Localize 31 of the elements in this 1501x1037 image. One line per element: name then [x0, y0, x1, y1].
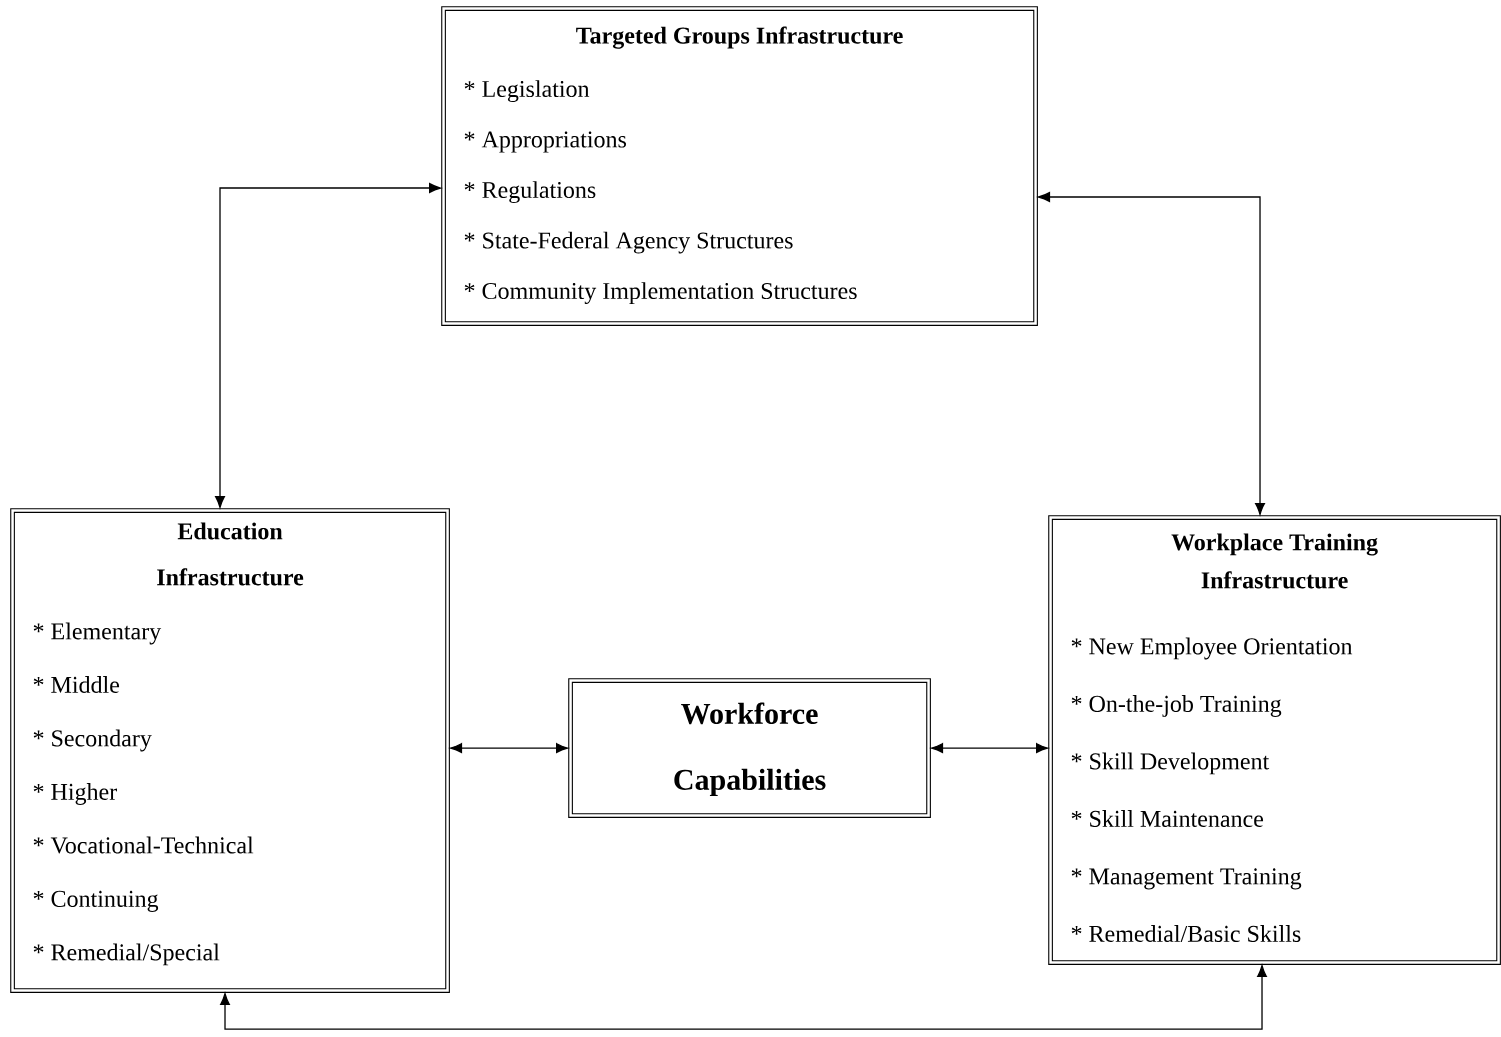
list-item: * Community Implementation Structures	[464, 282, 857, 305]
arrow	[1038, 192, 1265, 516]
arrow	[215, 183, 442, 509]
list-item: * Management Training	[1071, 868, 1302, 890]
heading: Workplace Training Infrastructure	[1171, 533, 1378, 589]
list-item: * Continuing	[33, 890, 159, 912]
list-item: * State-Federal Agency Structures	[464, 231, 793, 254]
list-item: * Skill Maintenance	[1071, 810, 1264, 827]
heading: Workforce Capabilities	[674, 702, 826, 797]
infrastructure-box	[1048, 515, 1501, 965]
workforce-box	[568, 678, 931, 818]
arrow	[931, 743, 1049, 754]
heading: Targeted Groups Infrastructure	[576, 26, 903, 49]
list-item: * Vocational-Technical	[33, 836, 254, 854]
infrastructure-box	[441, 6, 1038, 326]
list-item: * Elementary	[33, 622, 162, 645]
heading: Education Infrastructure	[157, 522, 304, 586]
list-item: * Legislation	[464, 80, 590, 103]
list-item: * Remedial/Basic Skills	[1071, 925, 1301, 942]
arrow	[450, 743, 569, 754]
list-item: * Middle	[33, 676, 120, 693]
arrow	[220, 965, 1267, 1030]
list-item: * Secondary	[33, 729, 152, 752]
infrastructure-box	[10, 508, 450, 993]
list-item: * Remedial/Special	[33, 943, 220, 966]
list-item: * On-the-job Training	[1071, 695, 1282, 717]
list-item: * Skill Development	[1071, 752, 1270, 775]
list-item: * Higher	[33, 783, 117, 805]
list-item: * New Employee Orientation	[1071, 637, 1353, 660]
list-item: * Regulations	[464, 181, 596, 204]
list-item: * Appropriations	[464, 131, 626, 153]
